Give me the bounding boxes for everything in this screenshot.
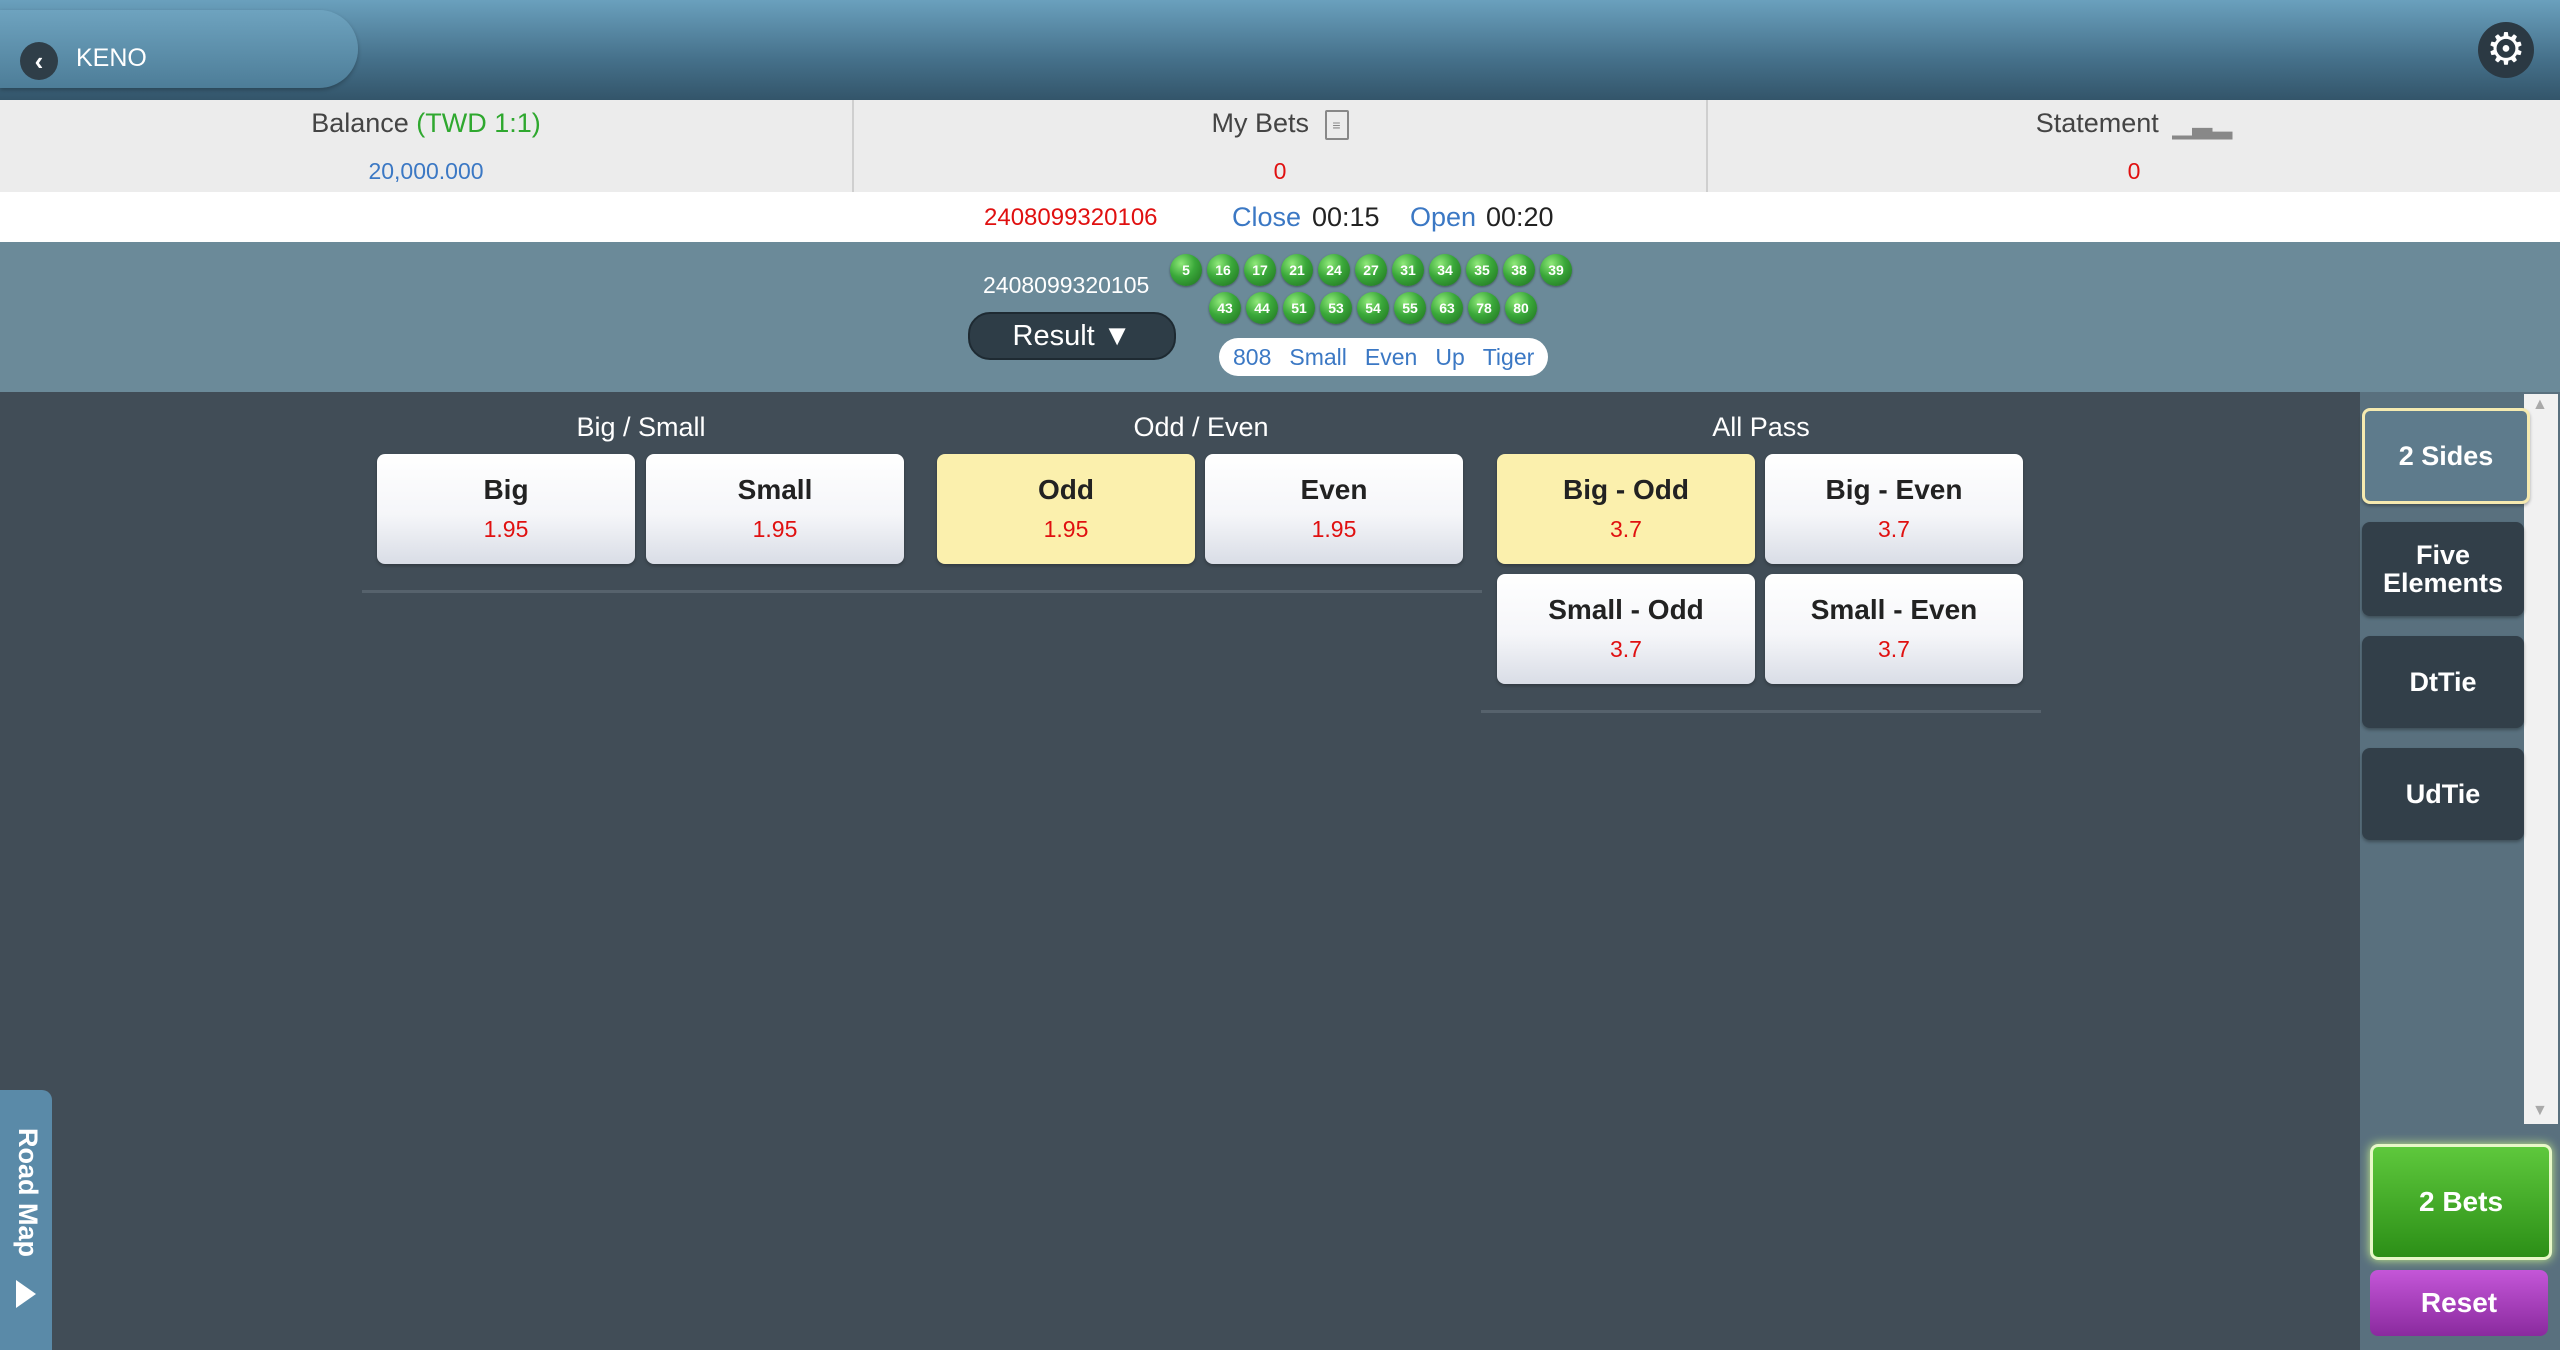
result-ball: 63 [1431, 292, 1463, 324]
result-ball: 31 [1392, 254, 1424, 286]
my-bets-value: 0 [1273, 158, 1287, 184]
result-ball: 21 [1281, 254, 1313, 286]
result-ball: 55 [1394, 292, 1426, 324]
result-ball: 35 [1466, 254, 1498, 286]
scrollbar[interactable] [2524, 394, 2558, 1124]
scroll-up-arrow-icon[interactable]: ▲ [2532, 396, 2548, 413]
bet-small-odd[interactable]: Small - Odd 3.7 [1497, 574, 1755, 684]
close-countdown: 00:15 [1312, 202, 1380, 232]
result-tag-sum: 808 [1233, 343, 1272, 370]
result-ball: 38 [1503, 254, 1535, 286]
bet-big[interactable]: Big 1.95 [377, 454, 635, 564]
result-dropdown-button[interactable]: Result ▼ [968, 312, 1176, 360]
round-bar: 2408099320106 Close 00:15 Open 00:20 [0, 192, 2560, 242]
bet-big-odd[interactable]: Big - Odd 3.7 [1497, 454, 1755, 564]
result-ball: 34 [1429, 254, 1461, 286]
my-bets-label: My Bets [1211, 108, 1309, 138]
tab-udtie[interactable]: UdTie [2362, 748, 2524, 840]
road-map-label: Road Map [13, 1128, 43, 1258]
close-label: Close [1232, 202, 1302, 232]
odd-even-title: Odd / Even [1133, 412, 1269, 442]
statement-label: Statement [2035, 108, 2159, 138]
back-button[interactable]: ‹ KENO [0, 10, 358, 88]
big-small-title: Big / Small [576, 412, 706, 442]
result-summary-tags: 808 Small Even Up Tiger [1219, 338, 1549, 376]
result-ball: 54 [1357, 292, 1389, 324]
result-ball: 78 [1468, 292, 1500, 324]
bet-even[interactable]: Even 1.95 [1205, 454, 1463, 564]
all-pass-divider [1481, 710, 2041, 713]
result-ball: 24 [1318, 254, 1350, 286]
balance-value: 20,000.000 [368, 158, 484, 184]
gear-icon[interactable]: ⚙ [2478, 22, 2534, 78]
bet-odd[interactable]: Odd 1.95 [937, 454, 1195, 564]
result-ball: 43 [1209, 292, 1241, 324]
result-ball: 80 [1505, 292, 1537, 324]
bet-small[interactable]: Small 1.95 [646, 454, 904, 564]
balance-label: Balance [311, 108, 409, 138]
section-divider [362, 590, 1482, 593]
play-arrow-icon [16, 1280, 36, 1308]
result-tag-size: Small [1289, 343, 1347, 370]
result-tag-updown: Up [1435, 343, 1465, 370]
result-ball: 27 [1355, 254, 1387, 286]
result-ball: 16 [1207, 254, 1239, 286]
balance-panel: Balance (TWD 1:1) 20,000.000 [0, 100, 854, 192]
result-ball: 44 [1246, 292, 1278, 324]
statement-panel[interactable]: Statement ▁▃▂ 0 [1708, 100, 2560, 192]
chevron-left-icon[interactable]: ‹ [20, 42, 58, 80]
place-bets-button[interactable]: 2 Bets [2370, 1144, 2552, 1260]
result-ball: 5 [1170, 254, 1202, 286]
previous-round-number: 2408099320105 [983, 272, 1150, 298]
my-bets-panel[interactable]: My Bets ≡ 0 [854, 100, 1708, 192]
result-tag-dragon-tiger: Tiger [1482, 343, 1535, 370]
document-icon: ≡ [1324, 109, 1349, 140]
statement-value: 0 [2127, 158, 2141, 184]
tab-2-sides[interactable]: 2 Sides [2362, 408, 2530, 504]
bet-big-even[interactable]: Big - Even 3.7 [1765, 454, 2023, 564]
result-ball: 39 [1540, 254, 1572, 286]
result-ball: 51 [1283, 292, 1315, 324]
road-map-tab[interactable]: Road Map [0, 1090, 52, 1350]
current-round-number: 2408099320106 [984, 204, 1158, 231]
open-countdown: 00:20 [1486, 202, 1554, 232]
tab-dttie[interactable]: DtTie [2362, 636, 2524, 728]
currency-label: (TWD 1:1) [416, 108, 541, 138]
all-pass-title: All Pass [1712, 412, 1810, 442]
top-bar: ‹ KENO ⚙ [0, 0, 2560, 100]
bar-chart-icon: ▁▃▂ [2172, 109, 2233, 140]
info-bar: Balance (TWD 1:1) 20,000.000 My Bets ≡ 0… [0, 100, 2560, 192]
result-tag-parity: Even [1364, 343, 1418, 370]
app-title: KENO [76, 44, 147, 72]
tab-five-elements[interactable]: Five Elements [2362, 522, 2524, 616]
reset-button[interactable]: Reset [2370, 1270, 2548, 1336]
scroll-down-arrow-icon[interactable]: ▼ [2532, 1102, 2548, 1119]
open-label: Open [1410, 202, 1477, 232]
bet-small-even[interactable]: Small - Even 3.7 [1765, 574, 2023, 684]
result-ball: 53 [1320, 292, 1352, 324]
result-ball: 17 [1244, 254, 1276, 286]
